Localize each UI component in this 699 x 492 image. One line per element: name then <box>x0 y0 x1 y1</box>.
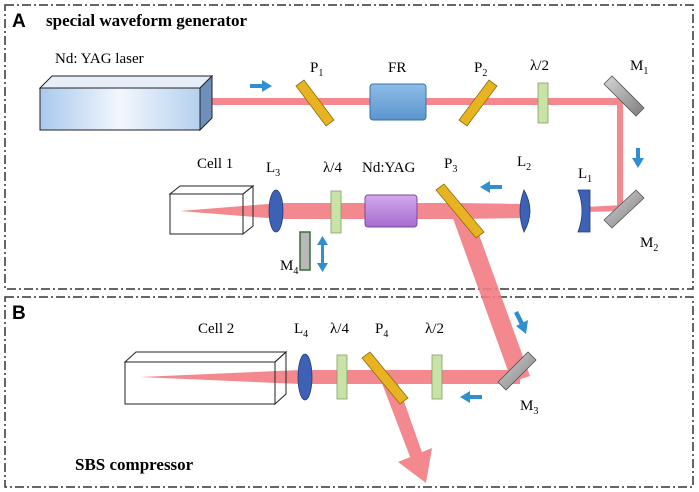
l3-label: L3 <box>266 160 280 179</box>
beam-p4-output <box>380 373 424 462</box>
beam-p3-m3 <box>450 204 530 382</box>
mirror-m2 <box>603 189 645 229</box>
mirror-m1 <box>603 75 645 117</box>
polarizer-p4 <box>361 351 409 405</box>
half-wave-a-label: λ/2 <box>530 58 549 74</box>
sbs-cell-2 <box>123 350 288 406</box>
lens-l1 <box>577 189 591 233</box>
quarter-wave-plate-b <box>336 354 348 400</box>
sbs-cell-1 <box>168 184 255 236</box>
panel-b-letter: B <box>12 303 26 324</box>
panel-a-letter: A <box>12 11 26 32</box>
mirror-m3 <box>497 351 537 391</box>
m2-label: M2 <box>640 235 658 254</box>
lens-l2 <box>519 189 531 233</box>
p2-label: P2 <box>474 60 487 79</box>
panel-b-frame <box>4 296 694 488</box>
beam-direction-arrow-diagonal <box>514 311 528 334</box>
half-wave-b-label: λ/2 <box>425 321 444 337</box>
quarter-wave-plate-a <box>330 190 342 234</box>
l1-label: L1 <box>578 166 592 185</box>
p3-label: P3 <box>444 156 457 175</box>
beam-direction-arrow-left <box>480 181 502 193</box>
ndyag-amplifier <box>364 194 418 228</box>
half-wave-plate-b <box>431 354 443 400</box>
lens-l3 <box>268 189 284 233</box>
m1-label: M1 <box>630 58 648 77</box>
fr-label: FR <box>388 60 406 76</box>
beam-direction-arrow-left-b <box>460 391 482 403</box>
l2-label: L2 <box>517 154 531 173</box>
panel-b-title: SBS compressor <box>75 455 194 474</box>
m4-label: M4 <box>280 258 298 277</box>
mirror-m4 <box>299 231 311 271</box>
beam-output-arrowhead <box>398 448 432 483</box>
m4-translation-arrow-icon <box>317 236 328 272</box>
panel-a-frame <box>4 4 694 290</box>
p1-label: P1 <box>310 60 323 79</box>
faraday-rotator <box>369 83 427 121</box>
m3-label: M3 <box>520 398 538 417</box>
laser-head <box>38 74 214 132</box>
polarizer-p1 <box>295 79 335 127</box>
cell1-label: Cell 1 <box>197 156 233 172</box>
l4-label: L4 <box>294 321 308 340</box>
quarter-wave-b-label: λ/4 <box>330 321 349 337</box>
beam-m3-l4 <box>300 370 520 384</box>
beam-l2-p3 <box>455 203 525 219</box>
half-wave-plate-a <box>537 82 549 124</box>
beam-focus-cell2 <box>140 370 300 384</box>
beam-focus-cell1 <box>180 203 280 219</box>
beam-vertical-right <box>617 98 623 208</box>
polarizer-p2 <box>458 79 498 127</box>
quarter-wave-a-label: λ/4 <box>323 160 342 176</box>
polarizer-p3 <box>435 183 485 239</box>
cell2-label: Cell 2 <box>198 321 234 337</box>
ndyag-amp-label: Nd:YAG <box>362 160 416 176</box>
p4-label: P4 <box>375 321 388 340</box>
beam-direction-arrow-down <box>632 148 644 168</box>
lens-l4 <box>297 353 313 401</box>
panel-a-title: special waveform generator <box>46 11 248 30</box>
laser-label: Nd: YAG laser <box>55 51 144 67</box>
beam-direction-arrow <box>250 80 272 92</box>
